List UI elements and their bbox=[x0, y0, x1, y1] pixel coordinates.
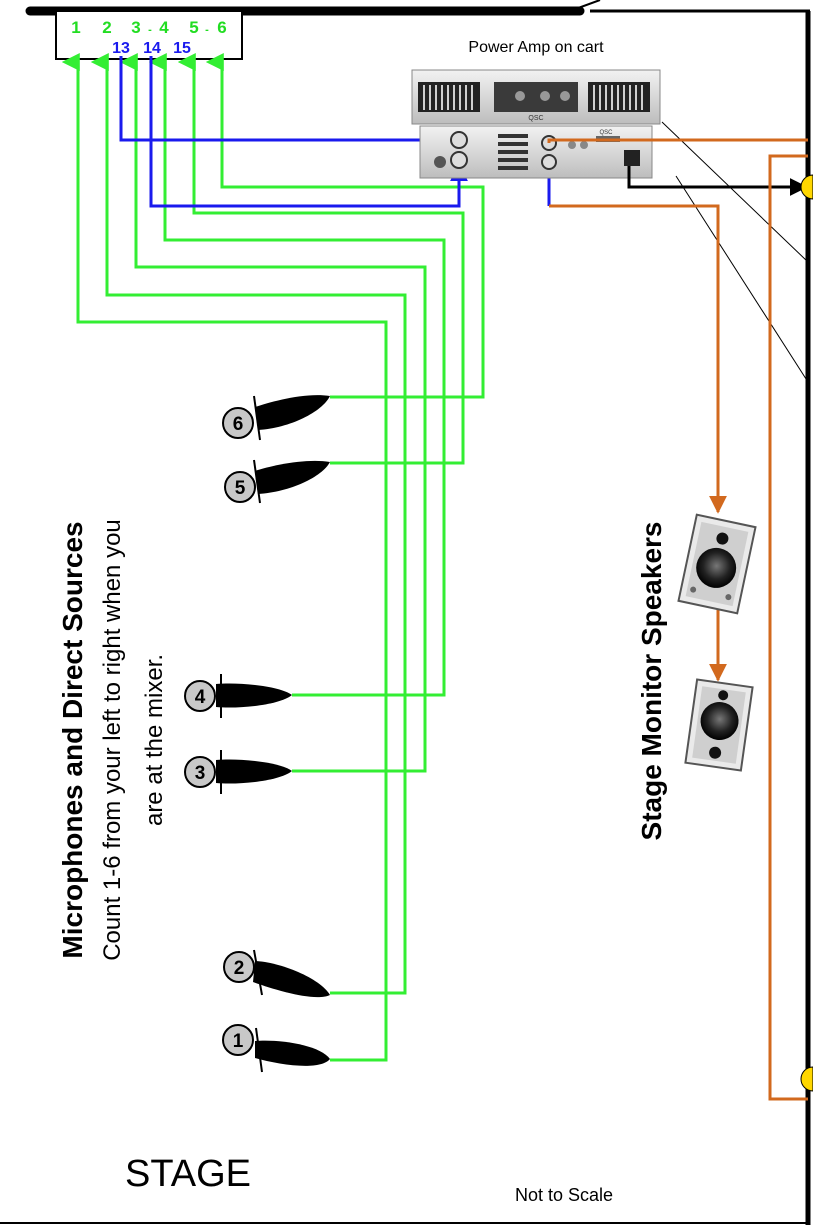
speaker-cable-amp-to-monitor-1 bbox=[549, 206, 718, 512]
power-amp-label: Power Amp on cart bbox=[468, 39, 604, 56]
snake-label-13: 13 bbox=[112, 40, 130, 57]
monitor-section-title: Stage Monitor Speakers bbox=[636, 522, 667, 841]
mic-3-number: 3 bbox=[195, 763, 206, 784]
mic-section-caption: Microphones and Direct Sources Count 1-6… bbox=[57, 519, 168, 961]
snake-label-15: 15 bbox=[173, 40, 191, 57]
mic-cables bbox=[78, 62, 483, 1060]
snake-label-1: 1 bbox=[71, 18, 80, 37]
speaker-cables bbox=[549, 140, 808, 1099]
speaker-cable-loop bbox=[770, 156, 808, 1099]
amp-input-jack-a bbox=[451, 132, 467, 148]
amp-input-jack-b bbox=[451, 152, 467, 168]
snake-label-14: 14 bbox=[143, 40, 161, 57]
stage-monitor-2 bbox=[685, 680, 752, 771]
amp-front-panel: QSC bbox=[412, 70, 660, 124]
mic-cable-4 bbox=[165, 62, 444, 695]
amp-brand-front: QSC bbox=[528, 115, 543, 122]
mic-1-number: 1 bbox=[233, 1031, 244, 1052]
mic-4: 4 bbox=[185, 674, 292, 718]
amp-input-cable-13 bbox=[121, 56, 454, 140]
wall-connector-top bbox=[801, 175, 813, 199]
mic-2: 2 bbox=[224, 950, 330, 997]
snake-box: 1 2 3 - 4 5 - 6 13 14 15 bbox=[56, 11, 242, 59]
snake-label-4: 4 bbox=[159, 18, 169, 37]
amp-power-inlet bbox=[624, 150, 640, 166]
mic-1: 1 bbox=[223, 1025, 330, 1072]
mic-5: 5 bbox=[225, 460, 330, 503]
amp-brand-rear: QSC bbox=[599, 130, 613, 136]
not-to-scale-label: Not to Scale bbox=[515, 1185, 613, 1205]
mic-2-number: 2 bbox=[234, 958, 245, 979]
stage-label: STAGE bbox=[125, 1153, 251, 1195]
mic-3: 3 bbox=[185, 750, 292, 794]
stage-monitor-1 bbox=[679, 515, 756, 614]
mic-section-line1: Count 1-6 from your left to right when y… bbox=[99, 519, 126, 961]
mic-5-number: 5 bbox=[235, 478, 246, 499]
snake-label-dash-a: - bbox=[148, 24, 152, 36]
amp-rear-panel: QSC bbox=[420, 126, 652, 178]
wall-connector-bottom bbox=[801, 1067, 813, 1091]
mic-6-number: 6 bbox=[233, 414, 244, 435]
mic-section-title: Microphones and Direct Sources bbox=[57, 521, 88, 958]
mic-4-number: 4 bbox=[195, 687, 206, 708]
snake-label-6: 6 bbox=[217, 18, 226, 37]
mic-6: 6 bbox=[223, 395, 330, 440]
snake-label-dash-b: - bbox=[205, 24, 209, 36]
snake-label-2: 2 bbox=[102, 18, 111, 37]
power-amp: Power Amp on cart QSC bbox=[412, 39, 660, 178]
monitor-section-caption: Stage Monitor Speakers bbox=[636, 522, 667, 841]
snake-label-5: 5 bbox=[189, 18, 198, 37]
mic-section-line2: are at the mixer. bbox=[141, 654, 168, 826]
snake-label-3: 3 bbox=[131, 18, 140, 37]
amp-output-jack-b bbox=[542, 155, 556, 169]
